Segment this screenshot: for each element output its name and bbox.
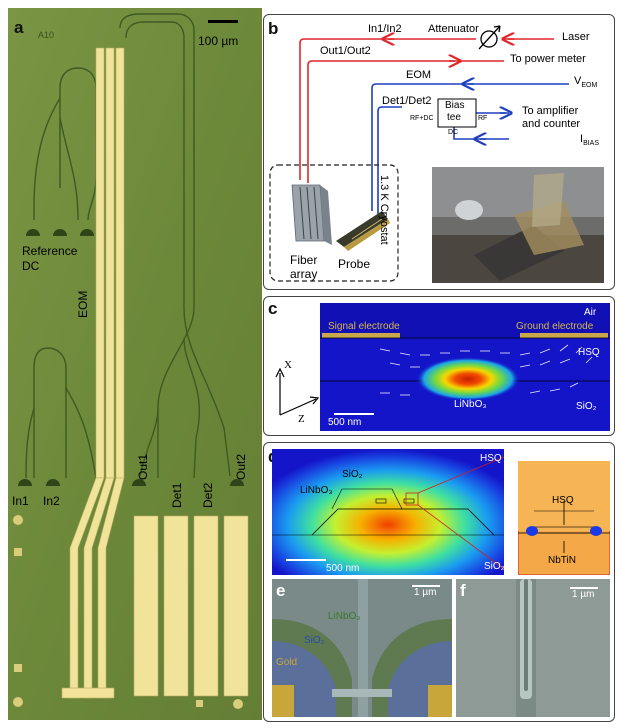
sio2-label-c: SiO₂: [576, 401, 597, 412]
fiber-label-1: Fiber: [290, 253, 318, 267]
attenuator-label: Attenuator: [428, 23, 479, 35]
eom-label-b: EOM: [406, 69, 432, 81]
electrical-lines: [371, 84, 569, 215]
fiber-label-2: array: [290, 267, 318, 281]
cryostat-box: [269, 164, 399, 282]
panel-b: b In1/In2 Attenuator Laser Out1/Out2 To …: [263, 14, 615, 290]
in2-label: In2: [43, 494, 60, 508]
amplifier-label-2: and counter: [522, 118, 581, 130]
axis-x-label: X: [284, 359, 292, 371]
panel-f: f 1 µm: [456, 579, 610, 717]
sem-image-e: [272, 579, 452, 717]
scale-bar-d: [286, 559, 326, 561]
scale-bar: [208, 20, 238, 23]
scale-bar-c: [334, 413, 374, 415]
out2-label: Out2: [234, 453, 248, 480]
panel-c: c X Z: [263, 296, 615, 436]
signal-electrode-label: Signal electrode: [328, 321, 400, 332]
sio2-bottom-label-d: SiO₂: [484, 561, 505, 572]
hsq-label-c: HSQ: [578, 347, 600, 358]
cryostat-label: 1.3 K Cryostat: [378, 175, 390, 245]
panel-letter-e: e: [276, 581, 286, 600]
detector-pads: [133, 515, 249, 697]
det-label: Det1/Det2: [382, 95, 432, 107]
inset-plot: [518, 461, 610, 575]
panel-letter-f: f: [460, 581, 466, 600]
ground-electrode-label: Ground electrode: [516, 321, 594, 332]
dc-port-label: DC: [448, 129, 459, 136]
rf-port-label: RF: [478, 115, 488, 122]
out1-label: Out1: [136, 453, 150, 480]
in-label: In1/In2: [368, 23, 402, 35]
simulation-plot: [272, 449, 504, 575]
linbo3-label-c: LiNbO₃: [454, 399, 487, 410]
v-eom-label: VEOM: [574, 75, 598, 90]
inset-nbtin-label: NbTiN: [548, 555, 576, 566]
ground-electrode: [520, 333, 608, 338]
bias-tee-label-2: tee: [447, 112, 461, 123]
rf-dc-port-label: RF+DC: [410, 115, 434, 122]
sio2-label-e: SiO₂: [304, 635, 325, 646]
amplifier-label-1: To amplifier: [522, 105, 579, 117]
chip-micrograph: [8, 8, 262, 720]
panel-e: e 1 µm LiNbO₃ SiO₂ Gold: [272, 579, 452, 717]
panel-letter-a: a: [14, 18, 24, 37]
in1-label: In1: [12, 494, 29, 508]
det1-label: Det1: [170, 482, 184, 508]
i-bias-label: IBIAS: [580, 133, 600, 148]
scale-bar-label: 100 µm: [198, 34, 239, 48]
scale-label-d: 500 nm: [326, 563, 360, 574]
inset-hsq-label: HSQ: [552, 495, 574, 506]
grating-couplers: [18, 229, 244, 486]
reference-label: Reference: [22, 244, 78, 258]
optical-mode: [416, 357, 520, 401]
probe-photo: [432, 167, 604, 283]
laser-label: Laser: [562, 31, 590, 43]
scale-label-f: 1 µm: [572, 589, 595, 600]
axis-indicator: [275, 367, 320, 416]
hsq-label-d: HSQ: [480, 453, 502, 464]
scale-label-c: 500 nm: [328, 417, 362, 428]
out-label: Out1/Out2: [320, 45, 371, 57]
det2-label: Det2: [201, 482, 215, 508]
eom-label: EOM: [76, 290, 90, 318]
scale-label-e: 1 µm: [414, 587, 437, 598]
probe: [336, 211, 390, 251]
dc-label: DC: [22, 259, 40, 273]
field-arrows: [379, 344, 593, 396]
attenuator-icon: [478, 25, 501, 50]
probe-label: Probe: [338, 257, 371, 271]
gold-label-e: Gold: [276, 657, 298, 668]
power-meter-label: To power meter: [510, 53, 586, 65]
linbo3-label-d: LiNbO₃: [300, 485, 333, 496]
setup-schematic: [269, 25, 604, 283]
bias-tee-label-1: Bias: [445, 100, 465, 111]
fiber-array: [291, 184, 332, 245]
panel-letter-b: b: [268, 19, 279, 38]
air-label: Air: [584, 307, 597, 318]
panel-a: a A10 100 µm Reference DC EOM In1 In2 Ou…: [8, 8, 262, 720]
linbo3-label-e: LiNbO₃: [328, 611, 361, 622]
optical-lines: [299, 39, 554, 183]
panel-def: d: [263, 442, 615, 722]
mode-field-plot: [320, 303, 610, 431]
eom-electrodes: [61, 47, 125, 699]
alignment-marks: [13, 515, 243, 709]
panel-letter-c: c: [268, 299, 278, 318]
signal-electrode: [322, 333, 400, 338]
sem-image-f: [456, 579, 610, 717]
bias-tee-box: [437, 98, 477, 128]
sio2-top-label-d: SiO₂: [342, 469, 363, 480]
axis-z-label: Z: [298, 413, 305, 425]
chip-id: A10: [38, 30, 55, 40]
